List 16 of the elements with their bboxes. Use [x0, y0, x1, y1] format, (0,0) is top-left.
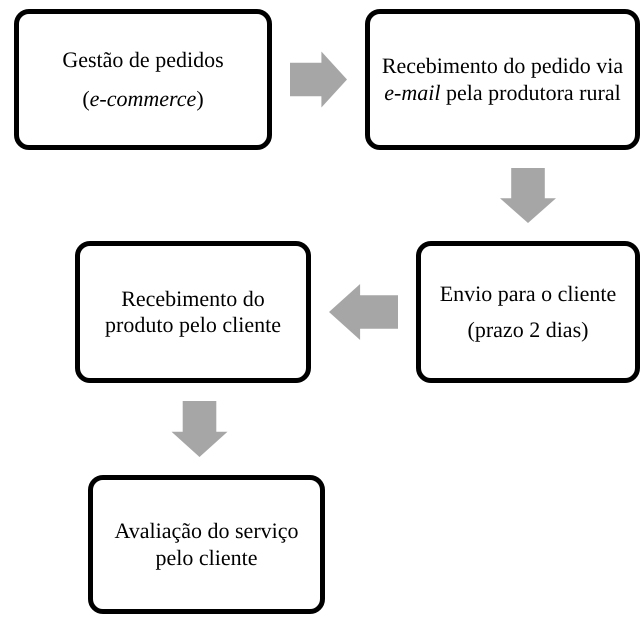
process-box	[416, 241, 640, 383]
block-arrow	[290, 52, 347, 108]
block-arrow	[500, 168, 556, 223]
box-text: Envio para o cliente	[440, 280, 616, 307]
box-text: Recebimento do produto pelo cliente	[104, 286, 282, 338]
box-text: Gestão de pedidos	[62, 47, 224, 74]
box-text: Avaliação do serviço pelo cliente	[113, 518, 300, 571]
box-text: (prazo 2 dias)	[468, 317, 588, 344]
box-text: Recebimento do pedido via e-mail pela produtora rural	[380, 53, 624, 106]
process-box	[88, 475, 325, 614]
block-arrow	[329, 284, 398, 340]
process-box	[75, 241, 311, 383]
box-text: (e-commerce)	[82, 86, 204, 112]
process-box	[365, 9, 640, 150]
process-box	[14, 9, 272, 150]
block-arrow	[172, 401, 228, 457]
